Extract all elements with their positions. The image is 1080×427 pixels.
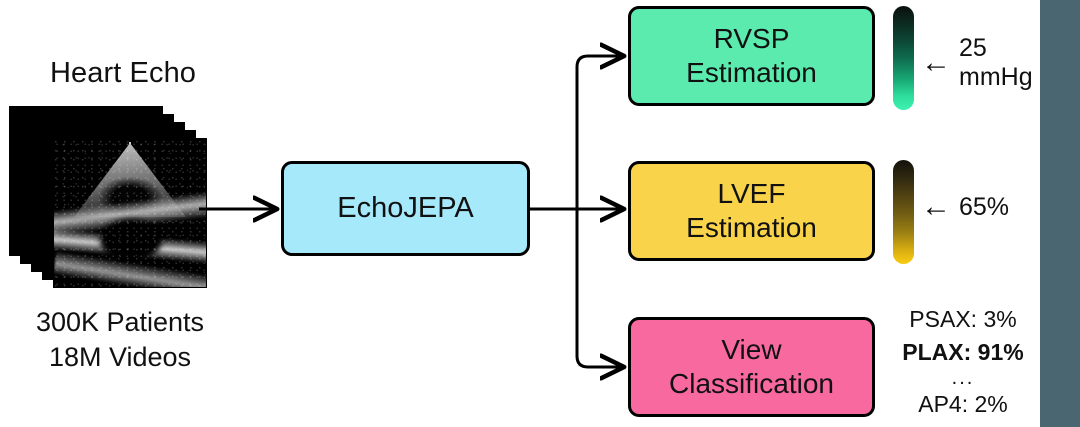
task-node-view-title-line1: View — [721, 334, 782, 366]
right-edge-bar — [1040, 0, 1080, 427]
readout-lvef-value: 65% — [959, 192, 1010, 221]
readout-rvsp-unit: mmHg — [959, 62, 1033, 91]
readout-lvef: ← 65% — [921, 192, 1009, 222]
colorbar-lvef — [893, 160, 914, 264]
readout-rvsp-value: 25 mmHg — [959, 34, 1033, 92]
task-node-view-title-line2: Classification — [669, 368, 834, 399]
task-node-lvef-estimation[interactable]: LVEF Estimation — [628, 161, 875, 261]
encoder-node-echojepa[interactable]: EchoJEPA — [281, 161, 530, 256]
view-prediction-list: PSAX: 3% PLAX: 91% ... AP4: 2% — [893, 303, 1033, 421]
left-arrow-icon: ← — [921, 190, 951, 223]
dataset-caption-patients: 300K Patients — [35, 307, 205, 337]
task-node-lvef-title-line2: Estimation — [686, 212, 817, 243]
view-prediction-ap4: AP4: 2% — [918, 391, 1008, 418]
heart-echo-heading: Heart Echo — [49, 57, 197, 89]
task-node-rvsp-title-line2: Estimation — [686, 57, 817, 88]
ventricular-chamber — [100, 219, 162, 261]
dataset-caption-videos: 18M Videos — [48, 341, 192, 372]
echo-frame-front — [54, 139, 206, 287]
readout-rvsp: ← 25 mmHg — [921, 34, 1033, 92]
dataset-caption: 300K Patients 18M Videos — [6, 305, 234, 374]
encoder-node-label: EchoJEPA — [337, 192, 474, 225]
colorbar-rvsp — [893, 6, 914, 110]
task-node-rvsp-title-line1: RVSP — [713, 23, 790, 55]
task-node-view-classification[interactable]: View Classification — [628, 317, 875, 417]
view-prediction-psax: PSAX: 3% — [909, 306, 1017, 332]
task-node-rvsp-estimation[interactable]: RVSP Estimation — [628, 6, 875, 106]
echo-video-stack — [10, 107, 216, 293]
view-prediction-plax: PLAX: 91% — [902, 338, 1024, 365]
speckle-texture — [54, 139, 206, 287]
task-node-lvef-title-line1: LVEF — [717, 178, 786, 210]
ultrasound-image — [54, 139, 206, 287]
left-arrow-icon: ← — [921, 46, 951, 79]
view-prediction-ellipsis: ... — [951, 367, 975, 390]
readout-rvsp-number: 25 — [959, 34, 987, 62]
probe-apex-marker — [129, 142, 131, 144]
